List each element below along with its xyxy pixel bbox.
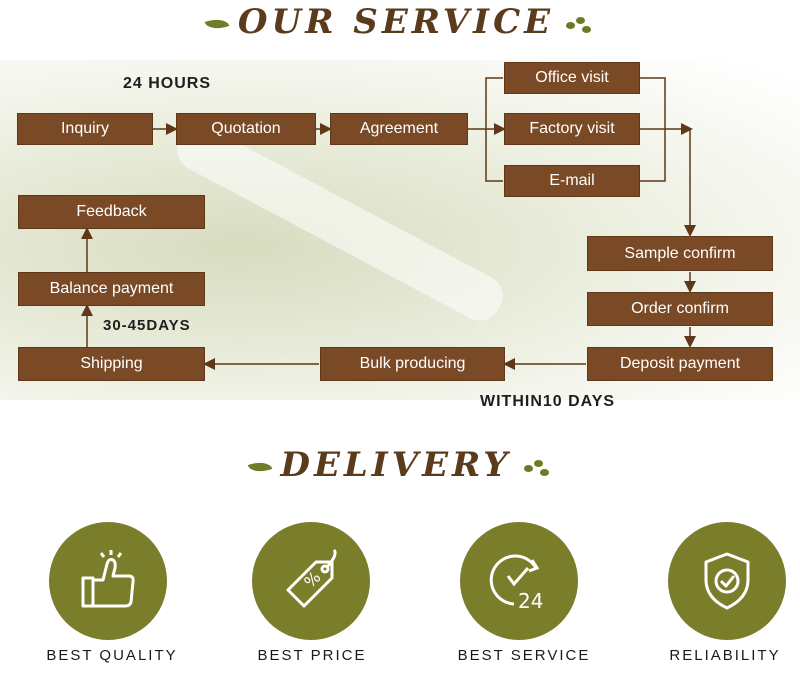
- delivery-heading: DELIVERY: [0, 445, 800, 485]
- 24-hour-clock-icon: 24: [489, 554, 543, 613]
- beans-icon: [522, 457, 552, 477]
- beans-icon: [564, 14, 594, 34]
- step-deposit-payment: Deposit payment: [587, 347, 773, 381]
- step-balance-payment: Balance payment: [18, 272, 205, 306]
- quality-label: BEST QUALITY: [46, 647, 178, 664]
- delivery-title: DELIVERY: [280, 445, 512, 485]
- price-label: BEST PRICE: [257, 647, 367, 664]
- thumbs-up-icon: [81, 550, 135, 608]
- reliability-label: RELIABILITY: [669, 647, 781, 664]
- step-agreement: Agreement: [330, 113, 468, 145]
- step-sample-confirm: Sample confirm: [587, 236, 773, 271]
- hours-label: 24 HOURS: [123, 75, 212, 92]
- step-email: E-mail: [504, 165, 640, 197]
- leaf-icon: [247, 457, 272, 477]
- step-office-visit: Office visit: [504, 62, 640, 94]
- svg-text:24: 24: [518, 589, 543, 613]
- step-factory-visit: Factory visit: [504, 113, 640, 145]
- step-quotation: Quotation: [176, 113, 316, 145]
- shield-check-icon: [704, 552, 750, 610]
- service-title: OUR SERVICE: [237, 2, 555, 42]
- within-days-label: WITHIN10 DAYS: [480, 393, 616, 410]
- service-label: BEST SERVICE: [457, 647, 591, 664]
- step-feedback: Feedback: [18, 195, 205, 229]
- service-heading: OUR SERVICE: [0, 2, 800, 42]
- quality-badge: [49, 522, 167, 640]
- days-label: 30-45DAYS: [103, 317, 191, 334]
- step-inquiry: Inquiry: [17, 113, 153, 145]
- step-bulk-producing: Bulk producing: [320, 347, 505, 381]
- price-badge: %: [252, 522, 370, 640]
- step-shipping: Shipping: [18, 347, 205, 381]
- price-tag-icon: %: [286, 548, 337, 608]
- service-badge: 24: [460, 522, 578, 640]
- reliability-badge: [668, 522, 786, 640]
- step-order-confirm: Order confirm: [587, 292, 773, 326]
